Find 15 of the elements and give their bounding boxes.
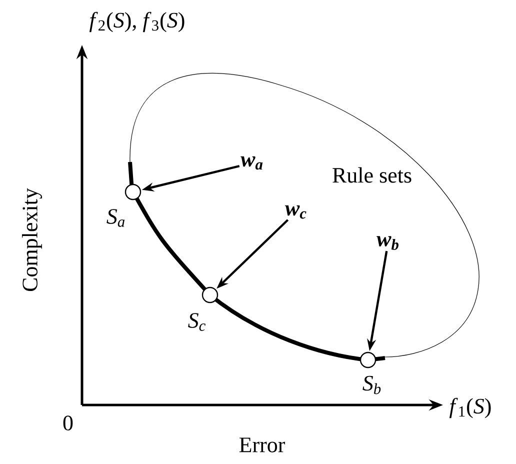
solution-point <box>202 286 218 304</box>
solution-point <box>360 352 376 368</box>
text-label: f$_{1}$(S) <box>449 398 491 418</box>
text-label: f$_{2}$(S), f$_{3}$(S) <box>89 12 184 32</box>
text-label: Rule sets <box>332 167 412 183</box>
point-label: S$_{b}$ <box>362 376 381 394</box>
solution-point <box>124 184 142 200</box>
weight-label: w$_{a}$ <box>240 156 263 170</box>
point-label: S$_{a}$ <box>106 209 125 227</box>
weight-label: w$_{b}$ <box>376 236 398 250</box>
text-label: Error <box>239 438 286 452</box>
text-label: 0 <box>63 416 73 430</box>
point-label: S$_{c}$ <box>188 313 206 331</box>
text-label: Complexity <box>22 188 42 292</box>
weight-label: w$_{c}$ <box>285 205 306 219</box>
